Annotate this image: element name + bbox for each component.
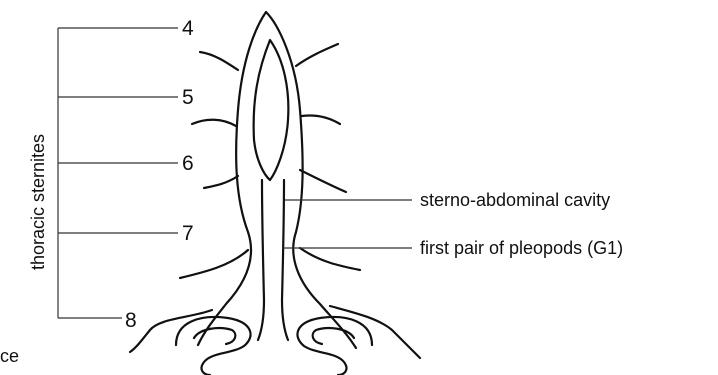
sternite-bracket bbox=[58, 28, 178, 318]
suture-5-right bbox=[302, 115, 340, 124]
suture-7-right bbox=[300, 248, 360, 270]
suture-7-left bbox=[180, 250, 248, 278]
suture-6-left bbox=[204, 176, 238, 188]
callout-label-cavity: sterno-abdominal cavity bbox=[420, 190, 610, 210]
sternite-number-4: 4 bbox=[182, 17, 194, 40]
cut-off-text: ce bbox=[0, 346, 19, 366]
coxa-left bbox=[176, 317, 251, 375]
callout-label-pleopods: first pair of pleopods (G1) bbox=[420, 238, 623, 258]
sternite-number-5: 5 bbox=[182, 86, 194, 109]
pleopod-left bbox=[258, 180, 264, 340]
sternum-drawing bbox=[130, 12, 420, 375]
group-label: thoracic sternites bbox=[28, 134, 48, 270]
suture-4-left bbox=[200, 52, 238, 70]
suture-8-left bbox=[130, 310, 212, 352]
abdomen-outline bbox=[198, 12, 356, 348]
suture-6-right bbox=[300, 170, 346, 192]
telson-lobe bbox=[254, 40, 289, 180]
sternite-number-6: 6 bbox=[182, 152, 194, 175]
coxa-right bbox=[297, 317, 372, 375]
pleopod-right bbox=[282, 180, 288, 340]
suture-4-right bbox=[296, 44, 338, 66]
sternite-number-7: 7 bbox=[182, 222, 194, 245]
suture-5-left bbox=[192, 120, 236, 126]
sternite-number-8: 8 bbox=[125, 309, 137, 332]
